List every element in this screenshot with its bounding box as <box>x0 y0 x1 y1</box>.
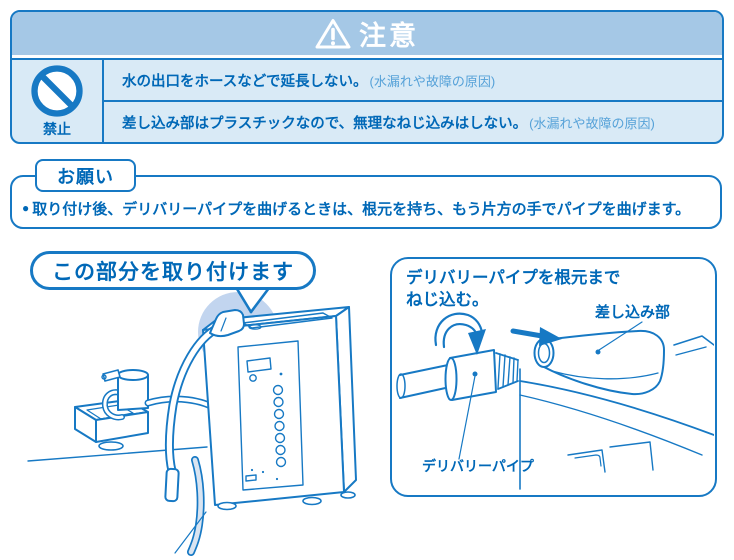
pipe-label: デリバリーパイプ <box>422 458 534 474</box>
instruction-line-1: デリバリーパイプを根元まで <box>406 269 621 287</box>
instruction-line-2: ねじ込む。 <box>406 291 489 310</box>
drain-hose <box>187 456 205 556</box>
socket-leader-line <box>595 321 643 355</box>
prohibition-cell: 禁止 <box>12 60 104 142</box>
request-text-line: ●取り付け後、デリバリーパイプを曲げるときは、根元を持ち、もう片方の手でパイプを… <box>22 198 716 219</box>
ionizer-unit <box>202 306 357 511</box>
callout-text: この部分を取り付けます <box>52 260 294 284</box>
pipe-leader-line <box>458 371 478 460</box>
prohibition-label: 禁止 <box>43 120 71 137</box>
delivery-pipe <box>164 323 223 503</box>
caution-body: 禁止 水の出口をホースなどで延長しない。(水漏れや故障の原因) 差し込み部はプラ… <box>12 58 722 142</box>
caution-section: 注意 禁止 水の出口をホースなどで延長しない。(水漏れや故障の原因) 差し込み部… <box>10 10 724 144</box>
counter-edge <box>27 446 208 462</box>
caution-items: 水の出口をホースなどで延長しない。(水漏れや故障の原因) 差し込み部はプラスチッ… <box>104 60 722 142</box>
callout-bubble: この部分を取り付けます <box>30 251 316 290</box>
device-corner <box>519 335 714 490</box>
hose-leader-line <box>174 511 207 554</box>
warning-triangle-icon <box>315 18 351 48</box>
rotation-arrow <box>434 312 486 355</box>
caution-item-1-text: 水の出口をホースなどで延長しない。 <box>122 73 368 90</box>
installation-figure: この部分を取り付けます <box>15 240 385 560</box>
caution-item-2: 差し込み部はプラスチックなので、無理なねじ込みはしない。(水漏れや故障の原因) <box>104 100 722 142</box>
prohibition-icon <box>31 64 83 117</box>
faucet <box>101 369 149 411</box>
installation-drawing <box>27 282 357 556</box>
caution-item-1: 水の出口をホースなどで延長しない。(水漏れや故障の原因) <box>104 60 722 100</box>
caution-title: 注意 <box>359 21 419 51</box>
caution-item-2-note: (水漏れや故障の原因) <box>529 115 655 131</box>
diverter-spout <box>101 389 125 421</box>
request-tab: お願い <box>35 159 136 192</box>
control-panel <box>237 340 304 491</box>
unit-foot <box>217 501 237 511</box>
caution-item-2-text: 差し込み部はプラスチックなので、無理なねじ込みはしない。 <box>122 115 528 132</box>
request-tab-label: お願い <box>57 166 114 187</box>
request-section: お願い ●取り付け後、デリバリーパイプを曲げるときは、根元を持ち、もう片方の手で… <box>10 159 722 229</box>
pipe-detail-drawing <box>396 312 714 490</box>
insert-arrow <box>510 327 562 346</box>
pipe-elbow <box>209 309 245 338</box>
caution-item-1-note: (水漏れや故障の原因) <box>369 73 496 89</box>
socket-part <box>533 329 665 396</box>
caution-header: 注意 <box>12 12 722 58</box>
screw-in-instruction: デリバリーパイプを根元まで ねじ込む。 <box>406 267 620 312</box>
threaded-pipe <box>396 349 519 401</box>
request-text: 取り付け後、デリバリーパイプを曲げるときは、根元を持ち、もう片方の手でパイプを曲… <box>32 201 691 218</box>
unit-foot <box>340 491 356 499</box>
bullet-icon: ● <box>22 201 30 215</box>
unit-foot <box>302 496 322 506</box>
pipe-detail-figure: デリバリーパイプを根元まで ねじ込む。 差し込み部 デリバリーパイプ <box>390 257 717 497</box>
socket-label: 差し込み部 <box>595 304 671 321</box>
